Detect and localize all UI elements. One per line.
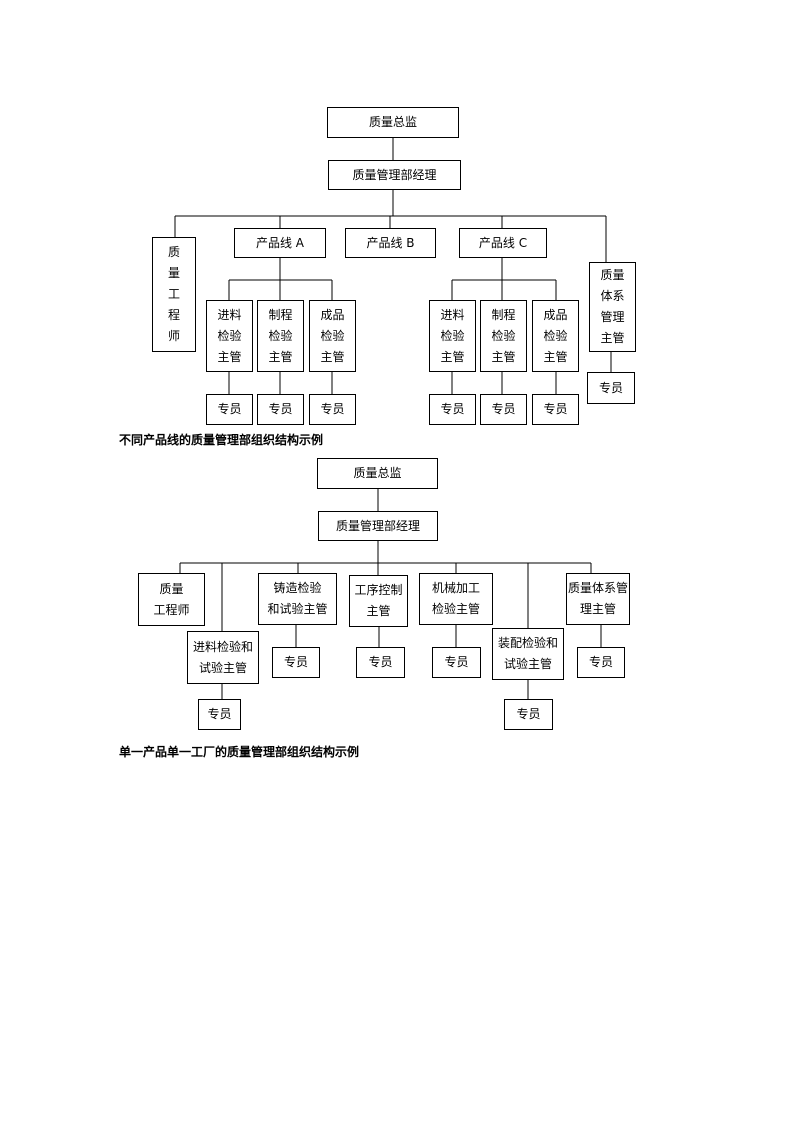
assembly-inspection-supervisor-box: 装配检验和 试验主管 [492, 628, 564, 680]
chart1-caption: 不同产品线的质量管理部组织结构示例 [119, 433, 324, 447]
incoming-inspection-supervisor-box: 进料检验和 试验主管 [187, 631, 259, 684]
machining-inspection-supervisor-box: 机械加工 检验主管 [419, 573, 493, 625]
incoming-inspection-staff-box: 专员 [198, 699, 241, 730]
casting-inspection-staff-box: 专员 [272, 647, 320, 678]
line-c-final-staff-box: 专员 [532, 394, 579, 425]
process-control-staff-box: 专员 [356, 647, 405, 678]
machining-inspection-staff-box: 专员 [432, 647, 481, 678]
assembly-inspection-staff-box: 专员 [504, 699, 553, 730]
quality-system-staff-box: 专员 [587, 372, 635, 404]
line-c-final-inspection-box: 成品 检验 主管 [532, 300, 579, 372]
quality-manager-box: 质量管理部经理 [328, 160, 461, 190]
line-a-incoming-staff-box: 专员 [206, 394, 253, 425]
quality-engineer-box: 质 量 工 程 师 [152, 237, 196, 352]
quality-system-manager-box: 质量 体系 管理 主管 [589, 262, 636, 352]
product-line-b-box: 产品线 B [345, 228, 436, 258]
chart2-caption: 单一产品单一工厂的质量管理部组织结构示例 [119, 745, 360, 759]
chart2-quality-manager-box: 质量管理部经理 [318, 511, 438, 541]
chart2-quality-director-box: 质量总监 [317, 458, 438, 489]
line-c-process-inspection-box: 制程 检验 主管 [480, 300, 527, 372]
quality-system-supervisor-box: 质量体系管 理主管 [566, 573, 630, 625]
process-control-supervisor-box: 工序控制 主管 [349, 575, 408, 627]
product-line-c-box: 产品线 C [459, 228, 547, 258]
line-a-incoming-inspection-box: 进料 检验 主管 [206, 300, 253, 372]
line-c-incoming-staff-box: 专员 [429, 394, 476, 425]
chart2-quality-engineer-box: 质量 工程师 [138, 573, 205, 626]
casting-inspection-supervisor-box: 铸造检验 和试验主管 [258, 573, 337, 625]
product-line-a-box: 产品线 A [234, 228, 326, 258]
line-c-incoming-inspection-box: 进料 检验 主管 [429, 300, 476, 372]
line-a-final-inspection-box: 成品 检验 主管 [309, 300, 356, 372]
line-c-process-staff-box: 专员 [480, 394, 527, 425]
quality-director-box: 质量总监 [327, 107, 459, 138]
quality-system-staff-box-2: 专员 [577, 647, 625, 678]
line-a-process-inspection-box: 制程 检验 主管 [257, 300, 304, 372]
line-a-final-staff-box: 专员 [309, 394, 356, 425]
line-a-process-staff-box: 专员 [257, 394, 304, 425]
